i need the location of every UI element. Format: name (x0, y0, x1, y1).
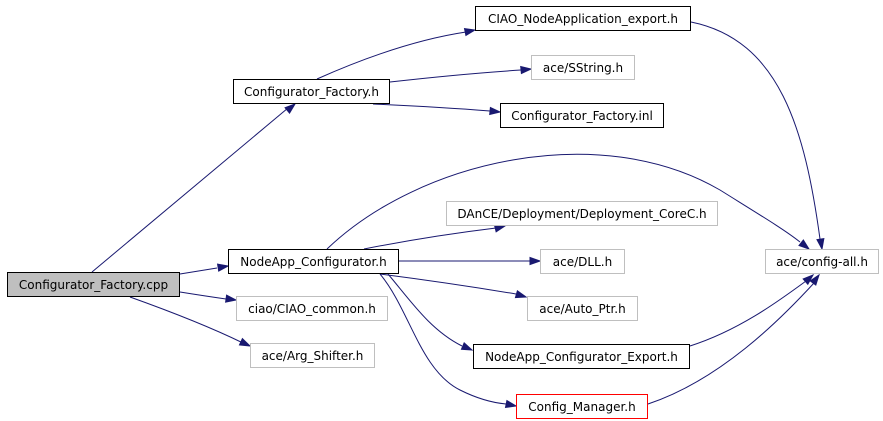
arrowhead (816, 237, 825, 251)
edge-cfg_factory_h-to-ciao_nodeapp_export (316, 27, 477, 80)
node-nodeapp-configurator-h[interactable]: NodeApp_Configurator.h (228, 249, 399, 274)
node-ciao-nodeapplication-export-h[interactable]: CIAO_NodeApplication_export.h (475, 6, 691, 31)
node-configurator-factory-cpp[interactable]: Configurator_Factory.cpp (7, 272, 180, 297)
arrowhead (225, 294, 238, 303)
arrowhead (238, 337, 252, 347)
arrowhead (802, 274, 815, 286)
arrowhead (809, 273, 820, 286)
node-ace-dll-h[interactable]: ace/DLL.h (540, 249, 625, 274)
node-ciao-ciao-common-h[interactable]: ciao/CIAO_common.h (236, 296, 388, 321)
edge-root-to-nodeapp_configurator (179, 263, 230, 275)
edge-nodeapp_configurator-to-config_manager (379, 273, 518, 409)
edge-cfg_factory_h-to-cfg_factory_inl (372, 103, 502, 116)
edge-nodeapp_configurator-to-dance_corec (363, 224, 507, 250)
edge-nodeapp_cfg_export-to-ace_config_all (689, 274, 815, 347)
node-config-manager-h[interactable]: Config_Manager.h (516, 394, 648, 419)
edge-root-to-cfg_factory_h (91, 103, 297, 273)
node-ace-sstring-h[interactable]: ace/SString.h (531, 55, 635, 80)
edge-cfg_factory_h-to-ace_sstring (389, 65, 533, 83)
edge-ciao_nodeapp_export-to-ace_config_all (690, 21, 825, 251)
arrowhead (493, 224, 507, 233)
arrowhead (463, 27, 477, 37)
arrowhead (460, 342, 474, 351)
arrowhead (284, 103, 297, 114)
edge-nodeapp_configurator-to-nodeapp_cfg_export (387, 273, 474, 351)
arrowhead (798, 239, 811, 250)
edge-root-to-ace_arg_shifter (129, 296, 252, 347)
node-configurator-factory-h[interactable]: Configurator_Factory.h (233, 79, 390, 104)
edge-root-to-ciao_common (179, 291, 238, 303)
node-ace-arg-shifter-h[interactable]: ace/Arg_Shifter.h (250, 343, 375, 368)
edge-nodeapp_configurator-to-ace_dll (399, 256, 542, 266)
node-ace-auto-ptr-h[interactable]: ace/Auto_Ptr.h (527, 296, 638, 321)
edge-nodeapp_configurator-to-ace_auto_ptr (379, 273, 528, 299)
edge-nodeapp_configurator-to-ace_config_all (326, 153, 811, 250)
arrowhead (529, 256, 542, 266)
edge-config_manager-to-ace_config_all (647, 273, 820, 405)
arrowhead (504, 399, 518, 409)
arrowhead (520, 65, 533, 75)
arrowhead (514, 290, 528, 299)
node-dance-deployment-corec-h[interactable]: DAnCE/Deployment/Deployment_CoreC.h (446, 201, 718, 226)
node-ace-config-all-h[interactable]: ace/config-all.h (765, 249, 879, 274)
arrowhead (489, 106, 502, 116)
node-nodeapp-configurator-export-h[interactable]: NodeApp_Configurator_Export.h (473, 344, 690, 369)
arrowhead (216, 263, 230, 272)
node-configurator-factory-inl[interactable]: Configurator_Factory.inl (500, 103, 664, 128)
